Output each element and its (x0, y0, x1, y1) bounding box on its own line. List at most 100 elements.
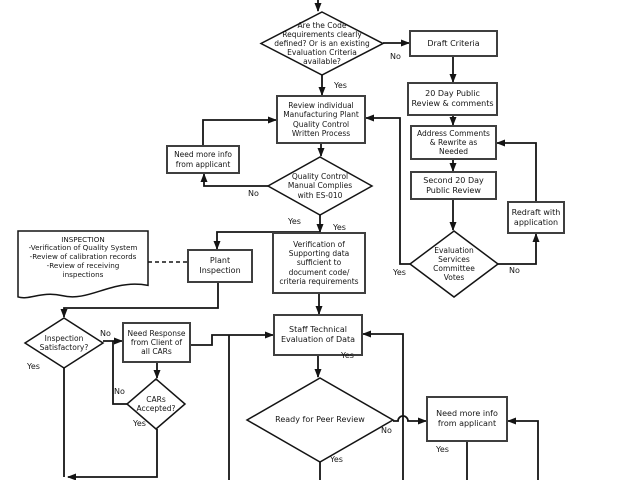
node-label-line: Quality Control (292, 119, 350, 129)
node-inspection-note (17, 230, 149, 299)
node-need-response-cars (122, 322, 191, 363)
node-label-line: defined? Or is an existing (274, 38, 370, 48)
edge-label-no-2: No (248, 189, 259, 198)
node-label-line: sufficient to (296, 258, 342, 268)
edge-label-yes-11: Yes (341, 351, 354, 360)
node-label-line: Needed (439, 147, 468, 157)
node-redraft-with-application (507, 201, 565, 234)
node-qc-manual-decision (266, 156, 374, 216)
node-need-more-info-top (166, 145, 240, 174)
edge-label-no-6: No (509, 266, 520, 275)
edge-redraft-address (496, 139, 537, 202)
node-label-line: Review individual (288, 101, 354, 111)
edge-label-yes-3: Yes (288, 217, 301, 226)
node-plant-inspection (187, 249, 253, 283)
edge-label-yes-13: Yes (330, 455, 343, 464)
node-label-line: -Review of calibration records (29, 252, 137, 262)
edge-qc-no-needinfo (200, 173, 268, 187)
node-staff-technical-evaluation (273, 314, 363, 356)
edge-esc-yes-review (365, 114, 410, 265)
node-draft-criteria (409, 30, 498, 57)
node-label-inspection-note: INSPECTION-Verification of Quality Syste… (18, 227, 148, 288)
edge-label-no-7: No (100, 329, 111, 338)
node-label-line: Manufacturing Plant (283, 110, 359, 120)
node-label-line: Public Review (426, 185, 481, 195)
node-label-line: document code/ (288, 267, 350, 277)
node-verification-supporting-data (272, 232, 366, 294)
node-public-review-20-day (407, 82, 498, 116)
node-label-line: Committee (433, 264, 475, 273)
node-label-line: from applicant (437, 419, 497, 428)
node-label-line: Address Comments (417, 128, 490, 138)
node-label-line: Evaluation of Data (280, 335, 356, 344)
node-label-line: & Rewrite as (429, 137, 478, 147)
node-label-line: all CARs (141, 347, 172, 357)
node-esc-votes-decision (408, 230, 500, 298)
node-label-line: Evaluation Criteria (287, 48, 357, 58)
node-label-line: Services (438, 254, 470, 264)
edge-response-staff (190, 331, 274, 346)
edge-label-yes-0: Yes (334, 81, 347, 90)
node-label-line: Votes (443, 273, 465, 283)
node-label-line: 20 Day Public (425, 89, 480, 99)
edge-cars-no-join (112, 341, 127, 405)
node-label-line: criteria requirements (279, 276, 359, 286)
node-label-line: Manual Complies (287, 181, 353, 191)
edge-ready-no-needinfo (393, 415, 427, 425)
node-label-line: Are the Code (297, 20, 347, 30)
edge-label-yes-4: Yes (333, 223, 346, 232)
node-label-ready-peer-review-decision: Ready for Peer Review (247, 378, 393, 462)
node-label-line: Staff Technical (289, 325, 347, 335)
edge-label-yes-5: Yes (393, 268, 406, 277)
edge-label-no-12: No (381, 426, 392, 435)
node-label-line: Plant (209, 256, 231, 266)
node-label-line: Second 20 Day (423, 175, 484, 185)
node-label-line: with ES-010 (297, 190, 343, 200)
node-label-line: Need more info (174, 150, 232, 160)
edge-needinfo-review (202, 116, 277, 146)
node-label-line: available? (303, 57, 341, 67)
node-label-line: Ready for Peer Review (275, 415, 365, 425)
node-label-line: Evaluation (434, 245, 474, 255)
node-label-line: Need Response (127, 328, 186, 338)
edge-label-no-1: No (390, 52, 401, 61)
node-label-line: Supporting data (288, 249, 350, 259)
node-label-line: Draft Criteria (427, 38, 480, 48)
edge-loop-needinfo-right (507, 417, 539, 480)
edge-label-yes-8: Yes (27, 362, 40, 371)
node-label-line: -Verification of Quality System (28, 243, 138, 253)
node-cars-accepted-decision (125, 378, 187, 430)
edge-cars-yes-left (67, 429, 158, 480)
node-label-line: Redraft with (511, 207, 561, 217)
edge-plant-inspection-satisfactory (60, 282, 219, 318)
node-label-line: CARs (146, 394, 166, 404)
node-label-line: Inspection (199, 266, 241, 275)
edge-label-yes-14: Yes (436, 445, 449, 454)
edge-label-yes-10: Yes (133, 419, 146, 428)
edge-label-no-9: No (114, 387, 125, 396)
node-label-line: from Client of (130, 337, 183, 347)
node-label-line: from applicant (175, 159, 231, 169)
node-label-line: Quality Control (291, 172, 349, 182)
node-label-line: Need more info (436, 409, 498, 419)
node-label-line: application (513, 217, 559, 227)
node-label-line: -Review of receiving (46, 260, 120, 270)
node-label-line: Accepted? (136, 404, 176, 413)
node-ready-peer-review-decision (245, 377, 395, 463)
node-label-line: Inspection (44, 333, 84, 343)
